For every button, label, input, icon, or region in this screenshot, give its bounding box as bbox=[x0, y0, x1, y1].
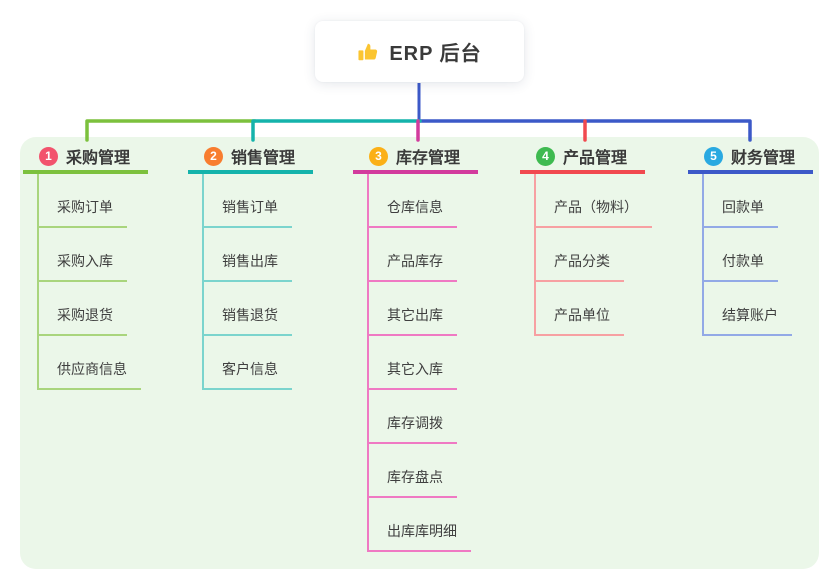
node-label[interactable]: 销售出库 bbox=[204, 251, 292, 282]
node-stock-transfer: 库存调拨 bbox=[369, 390, 478, 444]
node-label[interactable]: 客户信息 bbox=[204, 359, 292, 390]
node-label[interactable]: 结算账户 bbox=[704, 305, 792, 336]
node-product-unit: 产品单位 bbox=[536, 282, 645, 336]
root-node-erp-backend[interactable]: ERP 后台 bbox=[315, 21, 524, 82]
node-label[interactable]: 库存调拨 bbox=[369, 413, 457, 444]
node-stock-taking: 库存盘点 bbox=[369, 444, 478, 498]
branch-purchase-header[interactable]: 1 采购管理 bbox=[23, 146, 148, 174]
badge-5: 5 bbox=[704, 146, 723, 166]
branch-inventory-header[interactable]: 3 库存管理 bbox=[353, 146, 478, 174]
branch-purchase: 1 采购管理 采购订单 采购入库 采购退货 供应商信息 bbox=[23, 146, 148, 390]
node-label[interactable]: 产品单位 bbox=[536, 305, 624, 336]
node-label[interactable]: 回款单 bbox=[704, 197, 778, 228]
branch-product: 4 产品管理 产品（物料） 产品分类 产品单位 bbox=[520, 146, 652, 336]
thumbs-up-icon bbox=[357, 41, 379, 63]
node-other-inbound: 其它入库 bbox=[369, 336, 478, 390]
branch-sales-items: 销售订单 销售出库 销售退货 客户信息 bbox=[202, 174, 313, 390]
node-label[interactable]: 采购订单 bbox=[39, 197, 127, 228]
node-settlement-account: 结算账户 bbox=[704, 282, 813, 336]
node-sales-order: 销售订单 bbox=[204, 174, 313, 228]
node-sales-outbound: 销售出库 bbox=[204, 228, 313, 282]
node-label[interactable]: 销售订单 bbox=[204, 197, 292, 228]
node-other-outbound: 其它出库 bbox=[369, 282, 478, 336]
branch-finance-items: 回款单 付款单 结算账户 bbox=[702, 174, 813, 336]
branch-title: 采购管理 bbox=[66, 150, 131, 167]
badge-4: 4 bbox=[536, 146, 555, 166]
node-label[interactable]: 其它入库 bbox=[369, 359, 457, 390]
node-label[interactable]: 其它出库 bbox=[369, 305, 457, 336]
node-label[interactable]: 出库库明细 bbox=[369, 521, 471, 552]
node-purchase-return: 采购退货 bbox=[39, 282, 148, 336]
node-product-category: 产品分类 bbox=[536, 228, 645, 282]
branch-inventory-items: 仓库信息 产品库存 其它出库 其它入库 库存调拨 库存盘点 出库库明细 bbox=[367, 174, 478, 552]
branch-product-items: 产品（物料） 产品分类 产品单位 bbox=[534, 174, 652, 336]
branch-title: 财务管理 bbox=[731, 150, 796, 167]
node-payment-voucher: 付款单 bbox=[704, 228, 813, 282]
node-purchase-order: 采购订单 bbox=[39, 174, 148, 228]
node-label[interactable]: 产品分类 bbox=[536, 251, 624, 282]
branch-title: 销售管理 bbox=[231, 150, 296, 167]
node-label[interactable]: 采购退货 bbox=[39, 305, 127, 336]
branch-title: 产品管理 bbox=[563, 150, 628, 167]
node-label[interactable]: 销售退货 bbox=[204, 305, 292, 336]
badge-2: 2 bbox=[204, 146, 223, 166]
branch-purchase-items: 采购订单 采购入库 采购退货 供应商信息 bbox=[37, 174, 148, 390]
node-purchase-inbound: 采购入库 bbox=[39, 228, 148, 282]
node-sales-return: 销售退货 bbox=[204, 282, 313, 336]
branch-sales-header[interactable]: 2 销售管理 bbox=[188, 146, 313, 174]
node-label[interactable]: 产品库存 bbox=[369, 251, 457, 282]
node-label[interactable]: 库存盘点 bbox=[369, 467, 457, 498]
branch-sales: 2 销售管理 销售订单 销售出库 销售退货 客户信息 bbox=[188, 146, 313, 390]
node-label[interactable]: 供应商信息 bbox=[39, 359, 141, 390]
branch-finance-header[interactable]: 5 财务管理 bbox=[688, 146, 813, 174]
node-warehouse-info: 仓库信息 bbox=[369, 174, 478, 228]
branch-title: 库存管理 bbox=[396, 150, 461, 167]
node-receipt-voucher: 回款单 bbox=[704, 174, 813, 228]
node-label[interactable]: 仓库信息 bbox=[369, 197, 457, 228]
node-product-material: 产品（物料） bbox=[536, 174, 652, 228]
node-supplier-info: 供应商信息 bbox=[39, 336, 148, 390]
badge-3: 3 bbox=[369, 146, 388, 166]
badge-1: 1 bbox=[39, 146, 58, 166]
node-label[interactable]: 产品（物料） bbox=[536, 197, 652, 228]
branch-product-header[interactable]: 4 产品管理 bbox=[520, 146, 645, 174]
node-label[interactable]: 付款单 bbox=[704, 251, 778, 282]
branch-finance: 5 财务管理 回款单 付款单 结算账户 bbox=[688, 146, 813, 336]
node-product-stock: 产品库存 bbox=[369, 228, 478, 282]
root-node-label: ERP 后台 bbox=[389, 43, 482, 65]
branch-inventory: 3 库存管理 仓库信息 产品库存 其它出库 其它入库 库存调拨 库存盘点 出库库… bbox=[353, 146, 478, 552]
node-outbound-detail: 出库库明细 bbox=[369, 498, 478, 552]
node-customer-info: 客户信息 bbox=[204, 336, 313, 390]
node-label[interactable]: 采购入库 bbox=[39, 251, 127, 282]
